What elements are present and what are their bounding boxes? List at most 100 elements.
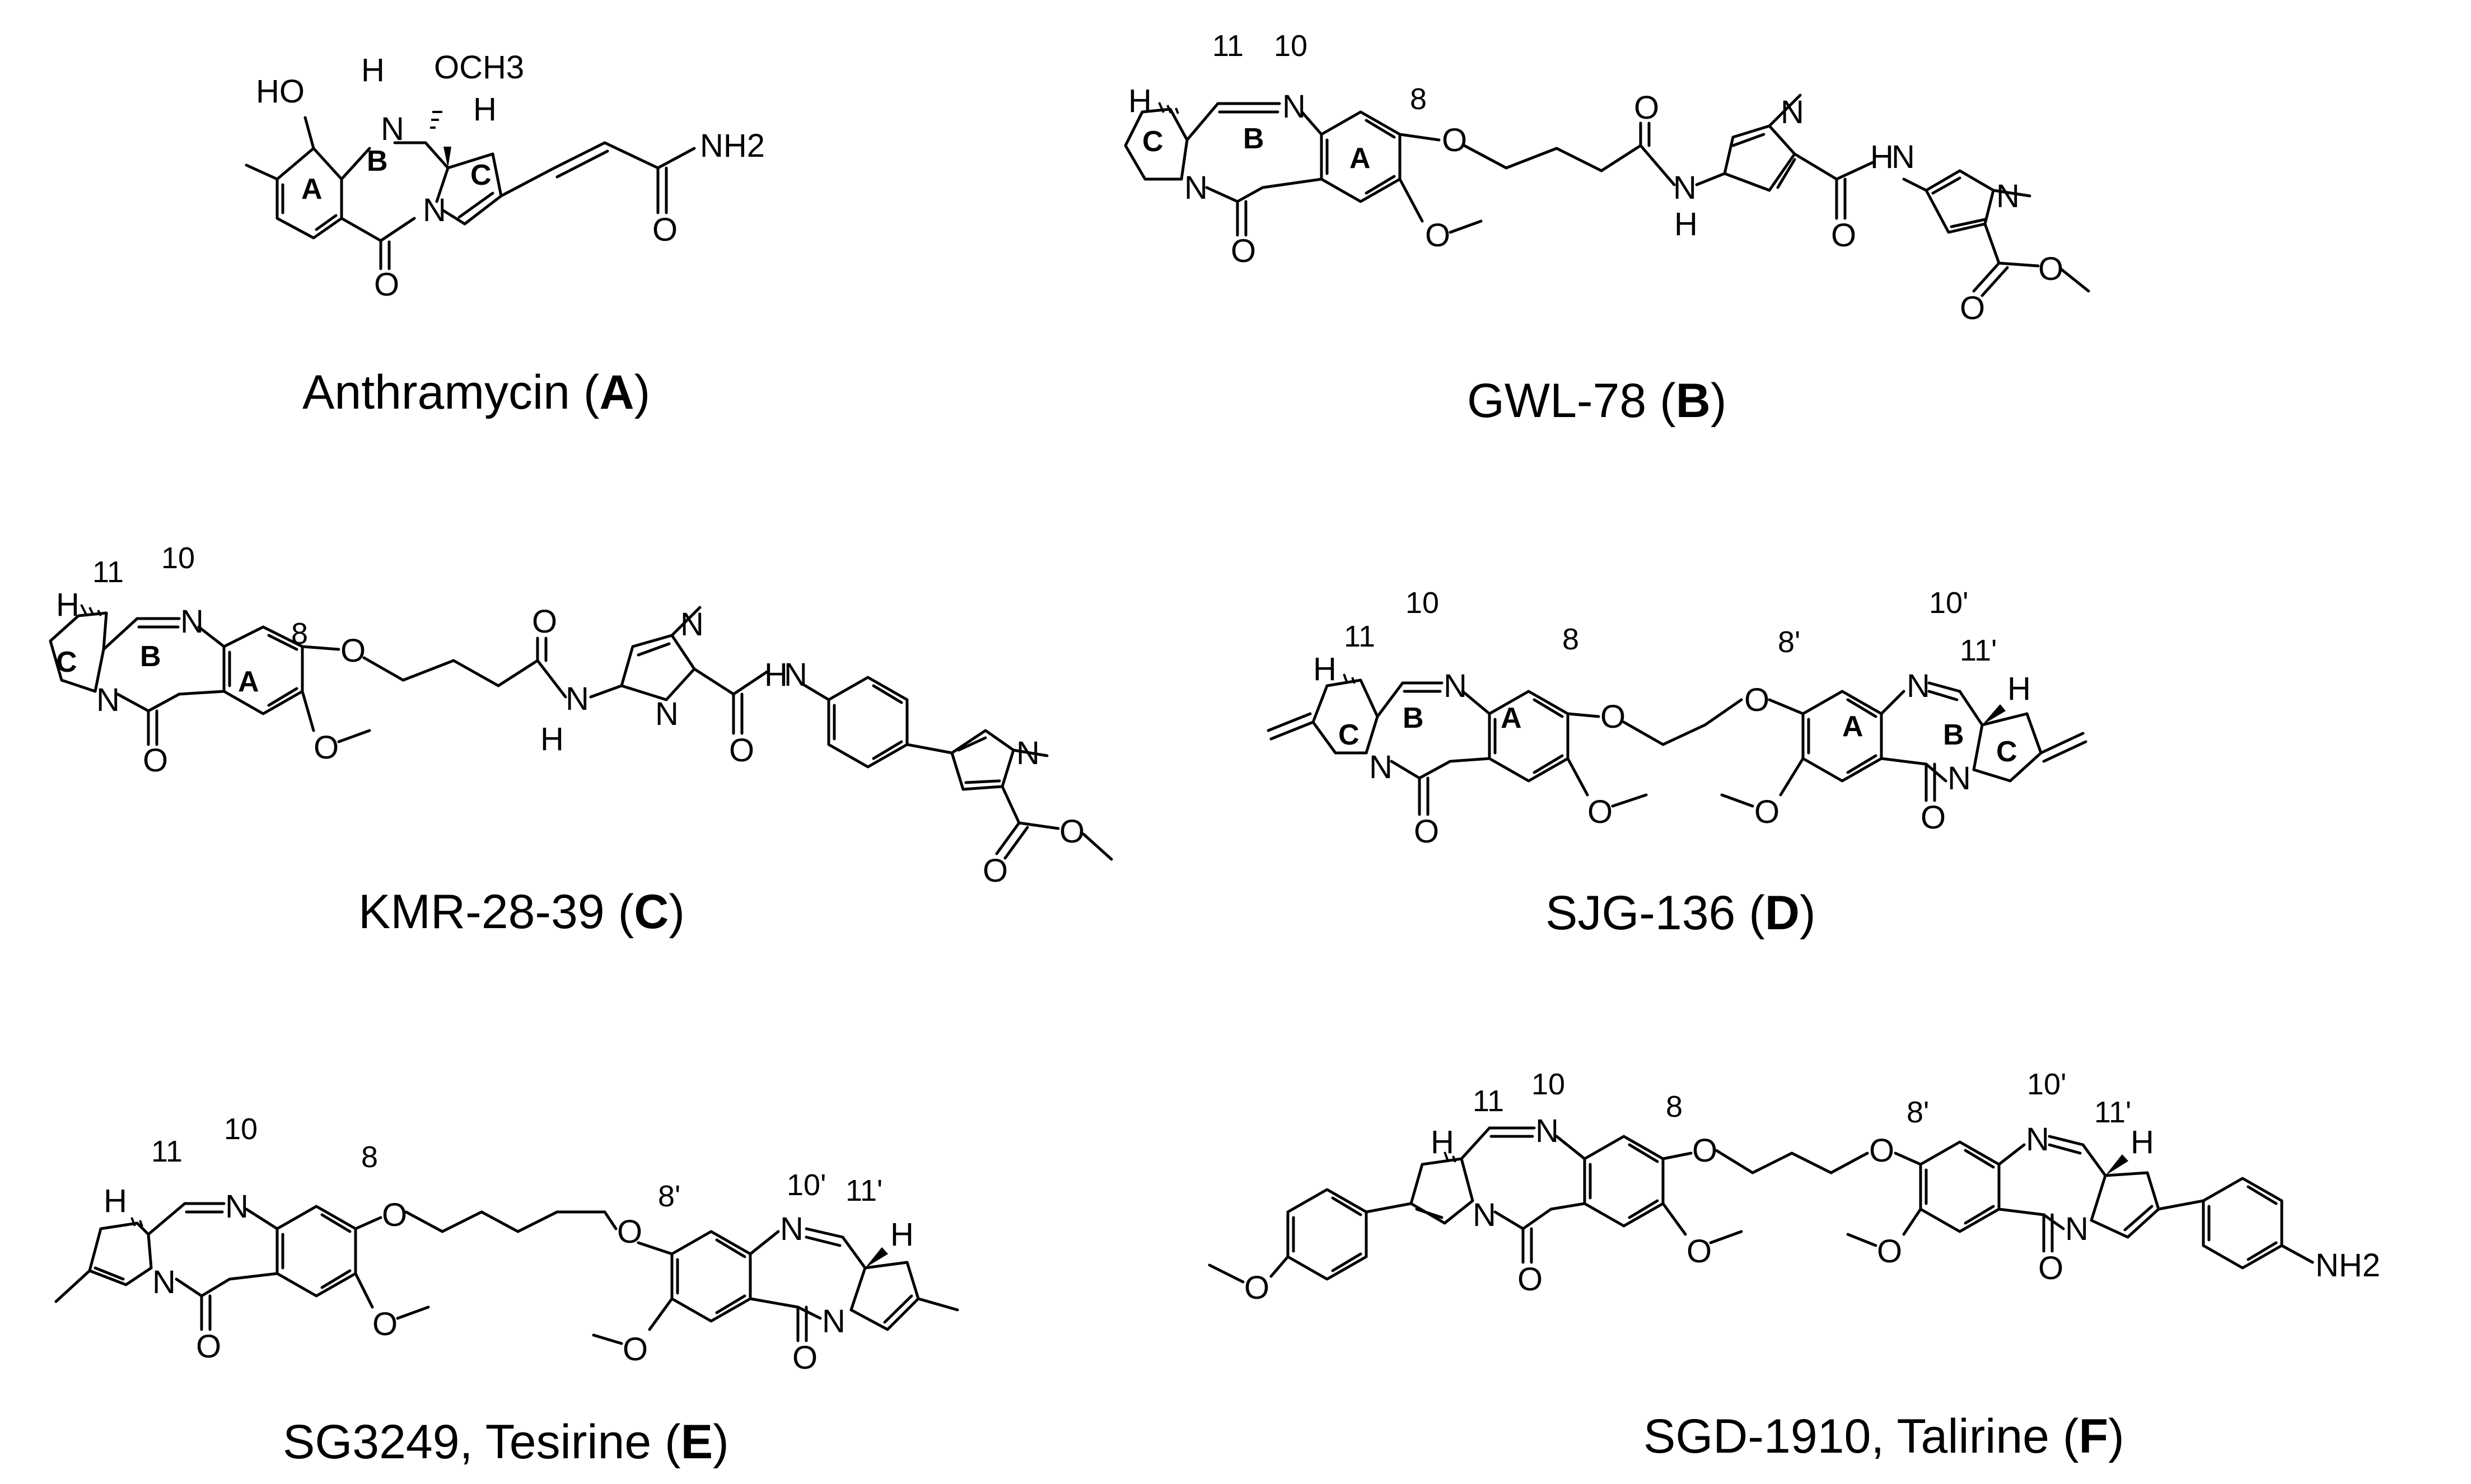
compound-a-atom-h-n: H xyxy=(361,52,385,88)
compound-f-atom-nh2: NH2 xyxy=(2315,1247,2380,1284)
compound-f-caption: SGD-1910, Talirine (F) xyxy=(1643,1410,2124,1463)
compound-f-atom-n-right: N xyxy=(2065,1211,2089,1247)
compound-a-atom-oh: HO xyxy=(256,73,305,110)
compound-d-position-8p: 8' xyxy=(1778,625,1800,659)
compound-f-position-10p: 10' xyxy=(2027,1068,2066,1101)
compound-f-atom-o-right-carbonyl: O xyxy=(2038,1250,2063,1286)
compound-b-stereo-hash xyxy=(1158,102,1179,114)
compound-c-bonds xyxy=(49,606,1113,861)
compound-b-atom-o-amide2: O xyxy=(1831,217,1856,254)
compound-e-atom-o-left-carbonyl: O xyxy=(196,1328,221,1365)
compound-d-caption: SJG-136 (D) xyxy=(1545,886,1816,940)
compound-b-atom-o-methoxy: O xyxy=(1425,217,1450,254)
compound-f-stereo-hash-left xyxy=(1444,1151,1456,1163)
compound-a-atom-nh2: NH2 xyxy=(700,128,765,164)
compound-d-stereo-wedge-right xyxy=(1982,704,2006,725)
compound-f-bonds xyxy=(1208,1126,2314,1284)
compound-d-atom-h-left: H xyxy=(1313,651,1337,687)
compound-c-ring-b: B xyxy=(140,640,161,673)
compound-b-caption: GWL-78 (B) xyxy=(1467,374,1726,428)
compound-c-atom-n-nh1: N xyxy=(566,681,589,717)
compound-b-atom-h-stereo: H xyxy=(1128,83,1152,119)
compound-d-atom-o-right-methoxy: O xyxy=(1754,794,1779,830)
compound-e-atom-n-right: N xyxy=(822,1303,846,1340)
compound-a-atom-h-stereo: H xyxy=(473,91,497,128)
compound-b-atom-n-nh1: N xyxy=(1673,170,1697,206)
compound-b-atom-h-nh2: H xyxy=(1870,139,1894,175)
compound-b-ring-b: B xyxy=(1243,123,1264,155)
compound-d-atom-o-right-ether: O xyxy=(1744,682,1769,718)
compound-d-ring-a-right: A xyxy=(1842,710,1863,743)
compound-d-position-8: 8 xyxy=(1562,622,1579,656)
compound-d-atom-o-right-carbonyl: O xyxy=(1921,799,1946,836)
compound-e-atom-o-right-ether: O xyxy=(617,1214,642,1250)
compound-e-atom-o-left-ether: O xyxy=(382,1197,407,1233)
compound-e-stereo-wedge-right xyxy=(865,1247,888,1268)
compound-d-ring-c-right: C xyxy=(1996,736,2017,768)
compound-c-atom-h-nh1: H xyxy=(540,721,564,757)
compound-e-bonds xyxy=(54,1202,959,1345)
compound-e-atom-n10p: N xyxy=(780,1211,804,1247)
compound-b-bonds xyxy=(1124,93,2090,297)
compound-b-ring-a: A xyxy=(1349,142,1371,175)
compound-f-atom-o-left-carbonyl: O xyxy=(1517,1261,1543,1298)
compound-d-ring-b-right: B xyxy=(1943,719,1964,751)
compound-a-atom-o-amide: O xyxy=(652,212,678,248)
compound-d-position-10: 10 xyxy=(1405,586,1439,620)
compound-c-atom-o-ether: O xyxy=(340,633,366,669)
compound-c-ring-c: C xyxy=(56,646,77,678)
compound-c-caption: KMR-28-39 (C) xyxy=(358,885,685,939)
compound-a-atom-n-amine: N xyxy=(381,111,404,147)
compound-d-ring-b-left: B xyxy=(1403,702,1424,734)
compound-b-atom-n-pyrrole1: N xyxy=(1781,94,1804,130)
compound-e-atom-o-right-carbonyl: O xyxy=(792,1340,818,1376)
compound-a-stereo-hash xyxy=(430,111,442,129)
compound-f-atom-n-left: N xyxy=(1473,1197,1496,1233)
compound-c-position-8: 8 xyxy=(291,617,308,650)
compound-e-caption: SG3249, Tesirine (E) xyxy=(283,1415,729,1469)
compound-c-atom-o-ester1: O xyxy=(983,853,1008,889)
compound-f-atom-h-left: H xyxy=(1431,1124,1454,1160)
compound-d-ring-a-left: A xyxy=(1501,702,1522,734)
compound-c-atom-o-amide2: O xyxy=(729,732,754,769)
compound-f-position-10: 10 xyxy=(1531,1068,1565,1101)
compound-a-atom-och3: OCH3 xyxy=(434,49,524,86)
compound-e-position-11: 11 xyxy=(151,1135,183,1168)
compound-d-stereo-hash-left xyxy=(1343,673,1356,684)
compound-b-atom-o-ester1: O xyxy=(1960,290,1985,326)
compound-f-atom-o-right-ether: O xyxy=(1869,1132,1894,1169)
compound-a-ring-a: A xyxy=(301,173,323,205)
compound-e-atom-h-right: H xyxy=(890,1216,914,1253)
compound-b-position-8: 8 xyxy=(1410,82,1427,116)
compound-e-stereo-hash-left xyxy=(130,1217,143,1227)
compound-a-atom-n-ring: N xyxy=(423,192,446,228)
compound-e-position-10: 10 xyxy=(224,1112,258,1146)
compound-e: 11 10 8 8' 10' 11' H N N O O O O O N H N… xyxy=(54,1112,959,1469)
compound-c-ring-a: A xyxy=(238,666,259,698)
compound-c-atom-o-methoxy: O xyxy=(314,729,339,766)
compound-a-ring-b: B xyxy=(367,145,388,177)
compound-d-atom-n10: N xyxy=(1444,668,1467,704)
compound-f-atom-o-anisyl: O xyxy=(1244,1270,1269,1306)
compound-e-atom-h-left: H xyxy=(104,1183,127,1219)
compound-a: HO H N OCH3 H N O O NH2 A B C Anthramyci… xyxy=(245,49,765,419)
compound-f-atom-n10: N xyxy=(1535,1113,1559,1149)
compound-d-bonds xyxy=(1267,678,2087,816)
compound-f-atom-h-right: H xyxy=(2131,1124,2154,1160)
compound-b-atom-h-nh1: H xyxy=(1674,206,1698,242)
compound-b-ring-c: C xyxy=(1142,125,1164,158)
compound-c-atom-n10: N xyxy=(180,603,204,640)
compound-e-position-11p: 11' xyxy=(846,1174,882,1207)
compound-e-atom-o-right-methoxy: O xyxy=(623,1331,648,1368)
compound-d-position-10p: 10' xyxy=(1929,586,1968,620)
compound-e-atom-o-left-methoxy: O xyxy=(372,1306,398,1342)
compound-a-stereo-wedge xyxy=(443,147,451,168)
compound-c-atom-o-amide1: O xyxy=(532,603,557,640)
compound-b: 11 10 8 H N N O O O O N H N O H N N O O … xyxy=(1124,29,2090,428)
compound-a-atom-o-carbonyl: O xyxy=(374,266,399,303)
compound-c-atom-n-pyrrole: N xyxy=(1016,735,1040,771)
compound-c-atom-n-nh2: N xyxy=(784,657,807,693)
compound-c-atom-n-ring: N xyxy=(96,682,120,718)
compound-f-position-8: 8 xyxy=(1666,1090,1683,1123)
